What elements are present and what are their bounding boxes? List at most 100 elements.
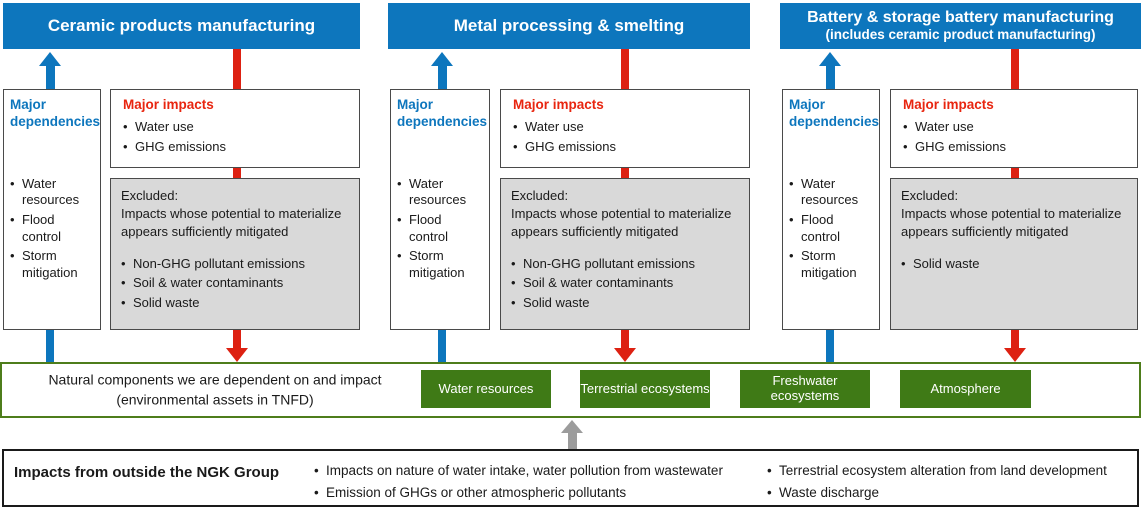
excluded-box: Excluded: Impacts whose potential to mat… [110, 178, 360, 330]
list-item: Non-GHG pollutant emissions [121, 256, 349, 273]
impact-line-top [1011, 49, 1019, 89]
major-impacts-box: Major impacts Water useGHG emissions [110, 89, 360, 168]
asset-box-atmosphere: Atmosphere [900, 370, 1031, 408]
natural-components-label: Natural components we are dependent on a… [20, 370, 410, 409]
impacts-title: Major impacts [123, 97, 214, 112]
impact-arrow-down-icon [226, 330, 248, 362]
arrow-shaft [437, 66, 447, 89]
asset-box-water-resources: Water resources [421, 370, 551, 408]
natural-components-label-line2: (environmental assets in TNFD) [116, 391, 314, 407]
outside-impacts-arrow-up-icon [561, 420, 583, 450]
excluded-list: Non-GHG pollutant emissionsSoil & water … [511, 256, 739, 312]
arrow-head [226, 348, 248, 362]
list-item: Waste discharge [767, 483, 1139, 504]
arrow-shaft [825, 66, 835, 89]
sector-header-ceramic: Ceramic products manufacturing [3, 3, 360, 49]
list-item: Emission of GHGs or other atmospheric po… [314, 483, 759, 504]
sector-header-metal: Metal processing & smelting [388, 3, 750, 49]
excluded-label: Excluded: [901, 188, 959, 203]
list-item: Water use [123, 119, 347, 136]
impact-line-top [233, 49, 241, 89]
dependency-arrow-up-icon [39, 52, 61, 89]
list-item: GHG emissions [123, 139, 347, 156]
impacts-title: Major impacts [513, 97, 604, 112]
impacts-list: Water useGHG emissions [123, 119, 347, 155]
list-item: Flood control [397, 212, 483, 245]
major-impacts-box: Major impacts Water useGHG emissions [500, 89, 750, 168]
list-item: Flood control [10, 212, 94, 245]
list-item: Solid waste [511, 295, 739, 312]
dependencies-list: Water resourcesFlood controlStorm mitiga… [397, 176, 483, 282]
arrow-head [614, 348, 636, 362]
external-impacts-box: Impacts from outside the NGK Group Impac… [2, 449, 1139, 507]
arrow-head [819, 52, 841, 66]
arrow-head [431, 52, 453, 66]
arrow-head [1004, 348, 1026, 362]
list-item: Water resources [789, 176, 873, 209]
impact-line-mid [233, 168, 241, 178]
sector-subtitle: (includes ceramic product manufacturing) [825, 27, 1096, 43]
major-dependencies-box: Major dependencies Water resourcesFlood … [390, 89, 490, 330]
excluded-note: Impacts whose potential to materialize a… [121, 205, 342, 239]
dependencies-title: Major dependencies [397, 97, 488, 129]
sector-title: Metal processing & smelting [453, 15, 685, 35]
dependency-arrow-up-icon [819, 52, 841, 89]
arrow-shaft [567, 433, 577, 450]
dependency-line-bottom [826, 330, 834, 362]
impact-line-top [621, 49, 629, 89]
sector-header-battery: Battery & storage battery manufacturing … [780, 3, 1141, 49]
major-dependencies-box: Major dependencies Water resourcesFlood … [782, 89, 880, 330]
list-item: Storm mitigation [789, 248, 873, 281]
dependencies-list: Water resourcesFlood controlStorm mitiga… [789, 176, 873, 282]
excluded-note: Impacts whose potential to materialize a… [901, 205, 1122, 239]
natural-components-label-line1: Natural components we are dependent on a… [48, 371, 382, 388]
impact-arrow-down-icon [614, 330, 636, 362]
impact-line-mid [621, 168, 629, 178]
list-item: Soil & water contaminants [511, 275, 739, 292]
list-item: GHG emissions [903, 139, 1125, 156]
arrow-shaft [233, 330, 241, 348]
list-item: Impacts on nature of water intake, water… [314, 461, 759, 482]
major-dependencies-box: Major dependencies Water resourcesFlood … [3, 89, 101, 330]
sector-title: Ceramic products manufacturing [47, 15, 316, 35]
impacts-list: Water useGHG emissions [903, 119, 1125, 155]
dependency-line-bottom [46, 330, 54, 362]
list-item: Non-GHG pollutant emissions [511, 256, 739, 273]
excluded-label: Excluded: [121, 188, 179, 203]
impacts-list: Water useGHG emissions [513, 119, 737, 155]
list-item: Storm mitigation [397, 248, 483, 281]
list-item: Storm mitigation [10, 248, 94, 281]
excluded-list: Non-GHG pollutant emissionsSoil & water … [121, 256, 349, 312]
impact-arrow-down-icon [1004, 330, 1026, 362]
list-item: Solid waste [121, 295, 349, 312]
list-item: Terrestrial ecosystem alteration from la… [767, 461, 1139, 482]
arrow-shaft [621, 330, 629, 348]
excluded-box: Excluded: Impacts whose potential to mat… [890, 178, 1138, 330]
excluded-box: Excluded: Impacts whose potential to mat… [500, 178, 750, 330]
list-item: Flood control [789, 212, 873, 245]
dependency-arrow-up-icon [431, 52, 453, 89]
external-impacts-column-2: Terrestrial ecosystem alteration from la… [767, 461, 1139, 506]
external-impacts-title: Impacts from outside the NGK Group [14, 464, 280, 481]
asset-box-freshwater-ecosystems: Freshwater ecosystems [740, 370, 870, 408]
arrow-shaft [1011, 330, 1019, 348]
natural-components-bar: Natural components we are dependent on a… [0, 362, 1141, 418]
external-impacts-column-1: Impacts on nature of water intake, water… [314, 461, 759, 506]
asset-box-terrestrial-ecosystems: Terrestrial ecosystems [580, 370, 710, 408]
impacts-title: Major impacts [903, 97, 994, 112]
arrow-shaft [45, 66, 55, 89]
external-impacts-list-1: Impacts on nature of water intake, water… [314, 461, 759, 504]
list-item: Water resources [10, 176, 94, 209]
list-item: Water resources [397, 176, 483, 209]
list-item: GHG emissions [513, 139, 737, 156]
list-item: Water use [513, 119, 737, 136]
major-impacts-box: Major impacts Water useGHG emissions [890, 89, 1138, 168]
arrow-head [561, 420, 583, 433]
sector-title: Battery & storage battery manufacturing [807, 8, 1114, 26]
arrow-head [39, 52, 61, 66]
dependencies-title: Major dependencies [789, 97, 880, 129]
external-impacts-list-2: Terrestrial ecosystem alteration from la… [767, 461, 1139, 504]
dependencies-list: Water resourcesFlood controlStorm mitiga… [10, 176, 94, 282]
list-item: Soil & water contaminants [121, 275, 349, 292]
